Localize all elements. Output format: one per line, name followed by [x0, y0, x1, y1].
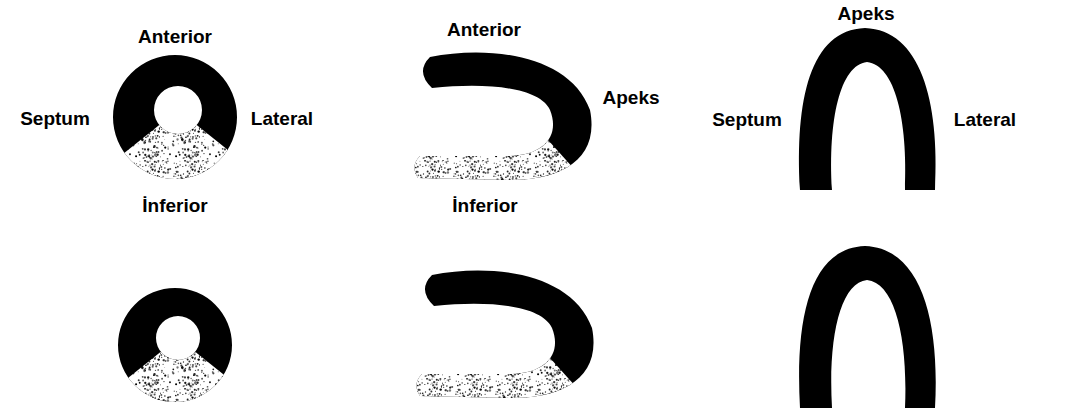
vertical-long-axis-slice — [414, 52, 591, 180]
vertical-long-axis-slice — [416, 270, 593, 398]
apex-label: Apeks — [837, 3, 894, 25]
wall-label: İnferior — [452, 195, 517, 217]
short-axis-slice — [113, 55, 237, 179]
apex-label: Apeks — [602, 87, 659, 109]
short-axis-slice — [118, 288, 232, 402]
horizontal-long-axis-slice — [799, 28, 936, 190]
wall-label: Lateral — [251, 108, 313, 130]
wall-label: Anterior — [447, 19, 521, 41]
wall-label: İnferior — [142, 195, 207, 217]
wall-label: Septum — [20, 108, 90, 130]
wall-label: Lateral — [954, 109, 1016, 131]
wall-label: Anterior — [138, 26, 212, 48]
horizontal-long-axis-slice — [799, 246, 936, 408]
wall-label: Septum — [712, 109, 782, 131]
